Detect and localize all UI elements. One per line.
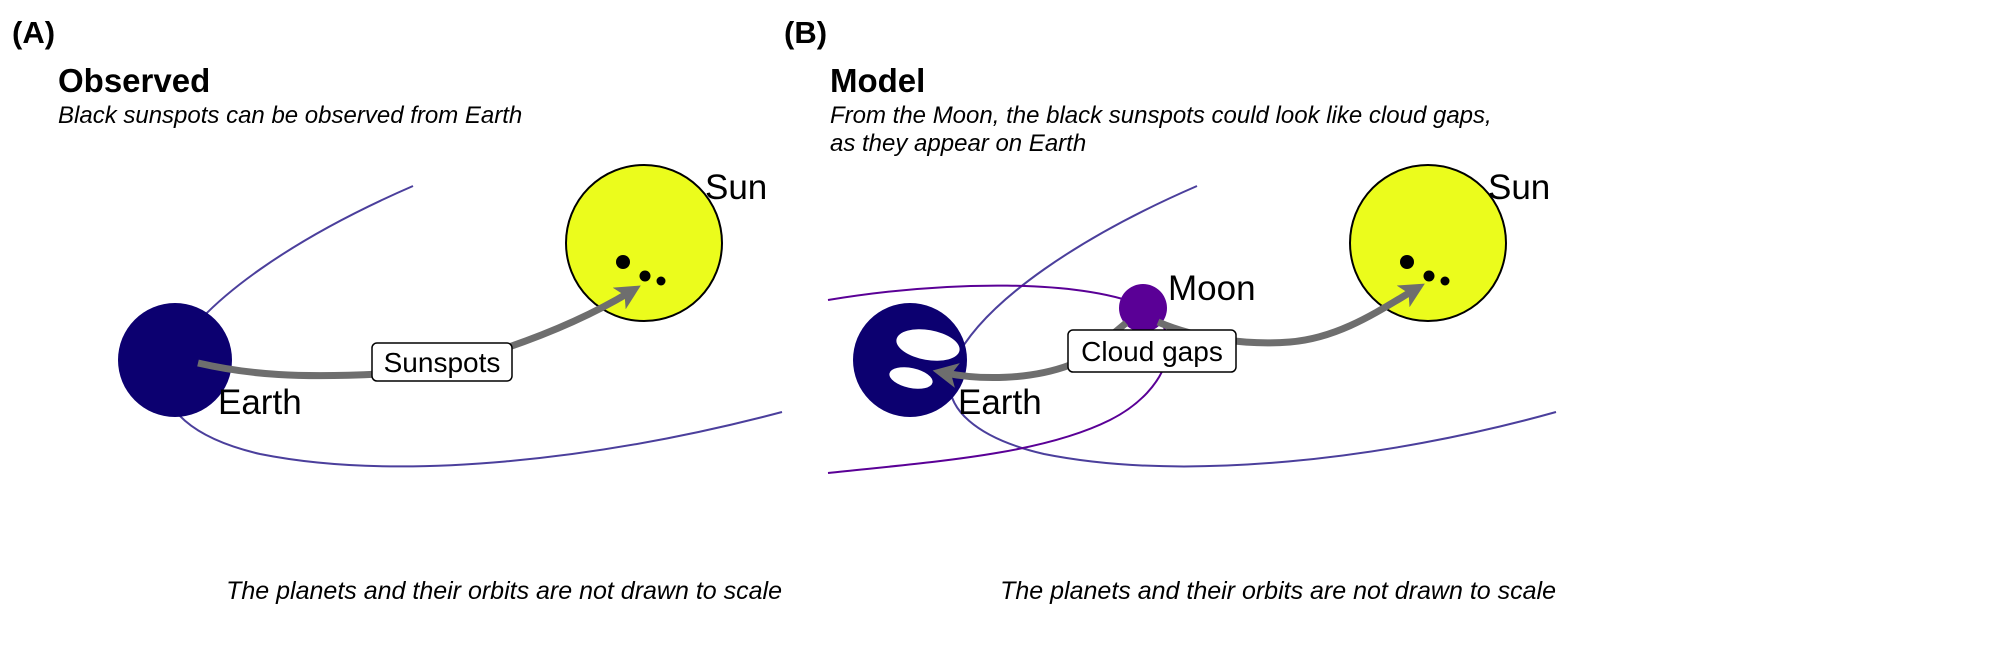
panel-b-subtitle-line2: as they appear on Earth bbox=[830, 130, 1086, 157]
cloud-gaps-label: Cloud gaps bbox=[1081, 336, 1223, 367]
sunspot bbox=[1440, 276, 1450, 286]
earth-orbit bbox=[164, 185, 783, 468]
earth bbox=[118, 303, 232, 417]
cloud-gap bbox=[889, 367, 933, 389]
sun bbox=[1349, 164, 1507, 322]
earth-label: Earth bbox=[958, 383, 1042, 422]
panel-b-tag: (B) bbox=[784, 15, 827, 50]
sunspot bbox=[616, 255, 630, 269]
sun bbox=[565, 164, 723, 322]
panel-a-footer: The planets and their orbits are not dra… bbox=[226, 577, 782, 605]
panel-a-tag: (A) bbox=[12, 15, 55, 50]
panel-b: (B) Model From the Moon, the black sunsp… bbox=[784, 15, 1557, 605]
panel-b-title: Model bbox=[830, 62, 925, 99]
sunspot bbox=[1423, 270, 1435, 282]
cloud-gap bbox=[896, 329, 960, 361]
panel-b-footer: The planets and their orbits are not dra… bbox=[1000, 577, 1556, 605]
panel-a-subtitle: Black sunspots can be observed from Eart… bbox=[58, 102, 522, 129]
panel-a: (A) Observed Black sunspots can be obser… bbox=[12, 15, 783, 605]
cloud-gaps-label-box bbox=[1067, 329, 1237, 373]
earth-orbit bbox=[948, 185, 1557, 468]
panel-a-title: Observed bbox=[58, 62, 210, 99]
sunspots-label-box bbox=[371, 342, 513, 382]
moon-label: Moon bbox=[1168, 269, 1256, 308]
earth bbox=[853, 303, 967, 417]
panel-b-subtitle-line1: From the Moon, the black sunspots could … bbox=[830, 102, 1492, 129]
sunspot bbox=[639, 270, 651, 282]
sun-label: Sun bbox=[705, 168, 767, 207]
sun-label: Sun bbox=[1488, 168, 1550, 207]
sunspot bbox=[1400, 255, 1414, 269]
sunspots-label: Sunspots bbox=[384, 347, 501, 378]
earth-label: Earth bbox=[218, 383, 302, 422]
sunspot bbox=[656, 276, 666, 286]
moon bbox=[1119, 284, 1167, 332]
